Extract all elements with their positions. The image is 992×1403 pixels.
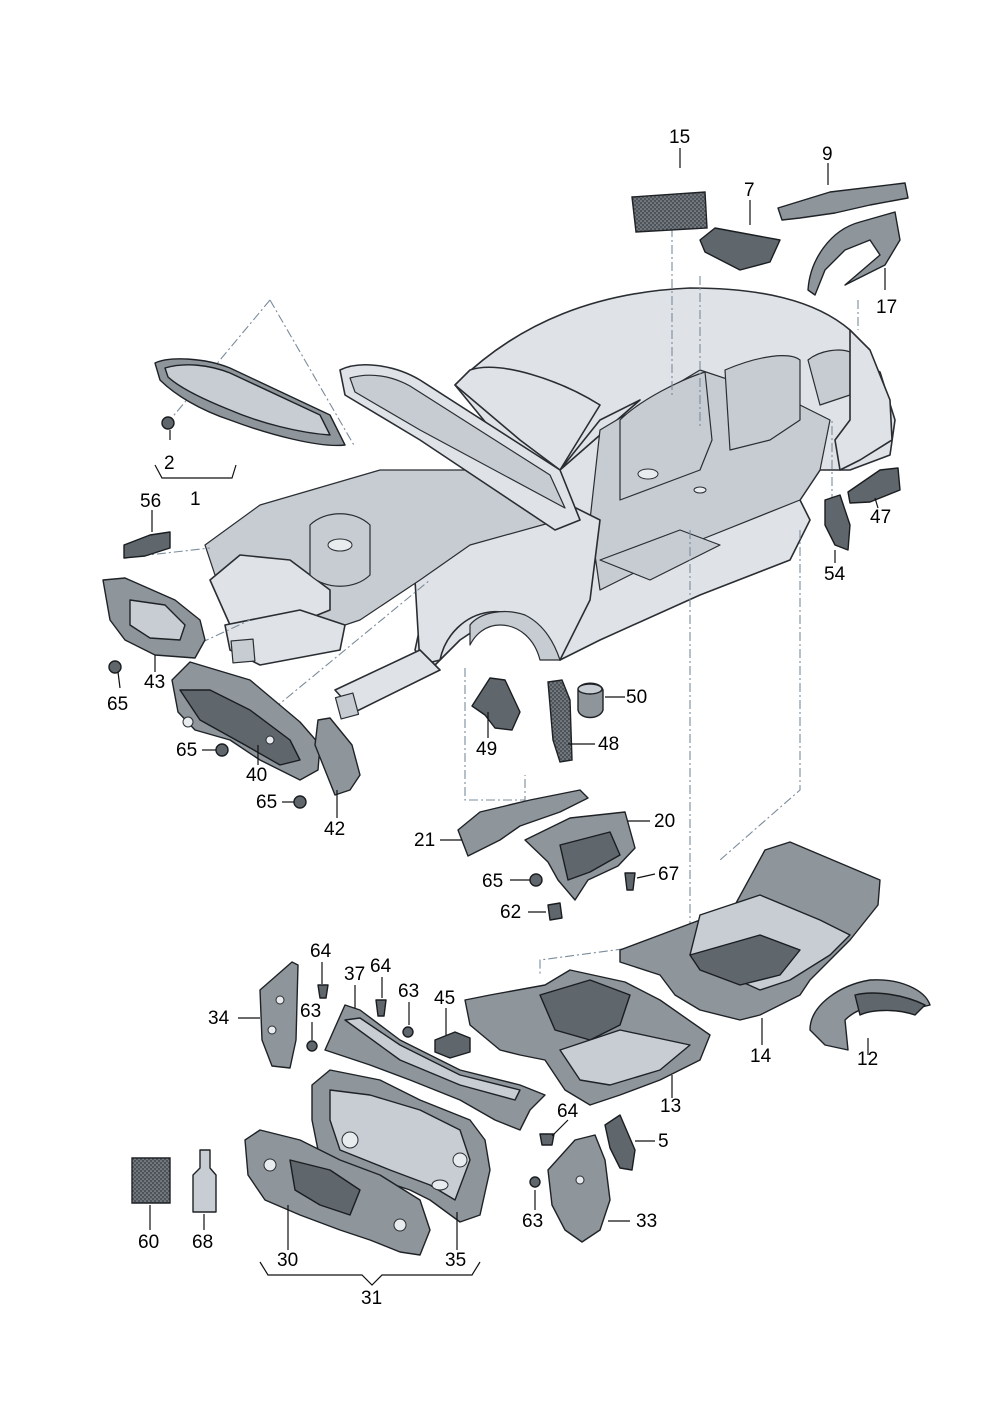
callout-64: 64 <box>370 956 392 977</box>
part-33 <box>547 1134 611 1243</box>
callout-43: 43 <box>144 672 165 693</box>
part-63-clip-c <box>529 1176 541 1188</box>
part-13-tunnel <box>539 979 631 1041</box>
part-65-nut-b <box>215 743 229 757</box>
part-2-clip <box>161 416 175 430</box>
part-42 <box>314 717 361 796</box>
callout-37: 37 <box>344 964 365 985</box>
dashed-leaders <box>139 228 859 975</box>
callout-21: 21 <box>414 830 435 851</box>
part-50-top <box>577 683 603 695</box>
callout-63: 63 <box>398 981 419 1002</box>
callout-labels: 15 9 7 17 2 1 56 47 54 65 43 50 49 48 65… <box>107 127 897 1309</box>
part-65-nut-c <box>293 795 307 809</box>
callout-30: 30 <box>277 1250 298 1271</box>
part-17 <box>807 211 901 296</box>
part-64-screw-b <box>375 999 387 1017</box>
part-47 <box>847 467 901 504</box>
callout-20: 20 <box>654 811 675 832</box>
callout-31: 31 <box>361 1288 382 1309</box>
callout-40: 40 <box>246 765 267 786</box>
part-64-screw-c <box>539 1133 555 1146</box>
part-62-clip <box>547 902 563 921</box>
callout-14: 14 <box>750 1046 772 1067</box>
callout-17: 17 <box>876 297 897 318</box>
callout-35: 35 <box>445 1250 466 1271</box>
callout-63: 63 <box>300 1001 321 1022</box>
callout-62: 62 <box>500 902 521 923</box>
part-43-inner <box>129 599 186 641</box>
callout-33: 33 <box>636 1211 657 1232</box>
part-34 <box>259 961 299 1069</box>
part-48 <box>547 679 573 763</box>
part-9 <box>777 182 909 221</box>
car-body-shell <box>204 287 896 720</box>
part-15 <box>631 191 708 233</box>
callout-54: 54 <box>824 564 846 585</box>
part-13-floor <box>559 1029 691 1086</box>
part-35-face <box>329 1089 471 1201</box>
callout-65: 65 <box>107 694 128 715</box>
part-63-clip-b <box>402 1026 414 1038</box>
callout-49: 49 <box>476 739 497 760</box>
part-1-hood-insulation-face <box>164 364 331 436</box>
callout-15: 15 <box>669 127 690 148</box>
callout-64: 64 <box>310 941 332 962</box>
callout-7: 7 <box>744 180 755 201</box>
callout-48: 48 <box>598 734 619 755</box>
callout-64: 64 <box>557 1101 579 1122</box>
part-12 <box>809 979 931 1051</box>
part-30-face <box>289 1159 361 1216</box>
part-63-clip-a <box>306 1040 318 1052</box>
part-60 <box>131 1157 171 1204</box>
callout-63: 63 <box>522 1211 543 1232</box>
part-7 <box>699 227 781 271</box>
part-56 <box>123 531 171 559</box>
part-65-nut-d <box>529 873 543 887</box>
part-21 <box>457 789 589 857</box>
callout-42: 42 <box>324 819 345 840</box>
callout-67: 67 <box>658 864 679 885</box>
part-20-face <box>559 831 621 881</box>
callout-2: 2 <box>164 453 175 474</box>
callout-68: 68 <box>192 1232 213 1253</box>
callout-65: 65 <box>256 792 277 813</box>
part-5 <box>604 1114 636 1171</box>
part-12-edge <box>854 992 926 1016</box>
callout-13: 13 <box>660 1096 681 1117</box>
part-67-screw <box>624 872 636 891</box>
callout-34: 34 <box>208 1008 230 1029</box>
callout-60: 60 <box>138 1232 159 1253</box>
callout-65: 65 <box>482 871 503 892</box>
callout-9: 9 <box>822 144 833 165</box>
callout-12: 12 <box>857 1049 878 1070</box>
callout-leaders <box>117 148 886 1286</box>
callout-5: 5 <box>658 1131 669 1152</box>
part-45 <box>434 1031 471 1059</box>
part-64-screw-a <box>317 984 329 999</box>
part-37-top <box>344 1017 521 1101</box>
callout-50: 50 <box>626 687 647 708</box>
callout-56: 56 <box>140 491 161 512</box>
part-40-shadow <box>179 689 301 766</box>
callout-1: 1 <box>190 489 201 510</box>
part-65-nut-a <box>108 660 122 674</box>
part-49 <box>471 677 521 731</box>
callout-47: 47 <box>870 507 891 528</box>
part-54 <box>824 494 851 551</box>
part-14-tunnel <box>689 934 801 986</box>
callout-45: 45 <box>434 988 455 1009</box>
callout-65: 65 <box>176 740 197 761</box>
part-68-bottle <box>192 1149 217 1213</box>
